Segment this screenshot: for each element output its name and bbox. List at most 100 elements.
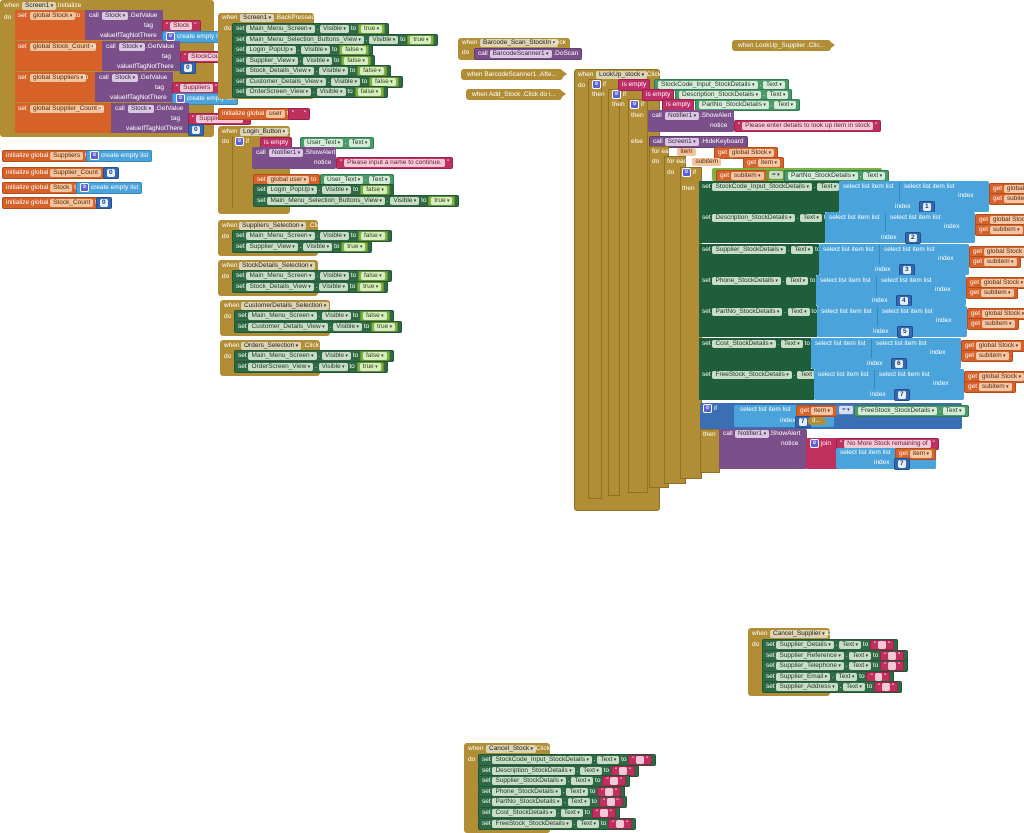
- number-literal[interactable]: 3: [899, 264, 915, 276]
- variable-dropdown[interactable]: subitem: [981, 320, 1015, 328]
- text-value[interactable]: Stock: [170, 22, 193, 30]
- component-dropdown[interactable]: Cancel_Stock: [486, 745, 537, 753]
- empty-text-literal[interactable]: " ": [870, 640, 895, 650]
- text-value[interactable]: [616, 819, 624, 828]
- variable-dropdown[interactable]: global Stock_Count: [30, 43, 97, 51]
- empty-text-literal[interactable]: " ": [874, 682, 899, 692]
- setter-block[interactable]: set Cost_StockDetails . Text to " ": [478, 807, 620, 819]
- boolean-dropdown[interactable]: false: [344, 56, 368, 65]
- component-dropdown[interactable]: PartNo_StockDetails: [699, 101, 769, 109]
- boolean-literal[interactable]: true: [357, 24, 386, 34]
- boolean-literal[interactable]: false: [359, 311, 390, 321]
- property-dropdown[interactable]: Text: [567, 798, 590, 807]
- setter-block[interactable]: set Supplier_Details . Text to " ": [762, 639, 899, 651]
- variable-name[interactable]: Stock: [50, 184, 73, 192]
- gear-icon[interactable]: ⚙: [80, 183, 89, 192]
- number-value[interactable]: 0: [107, 169, 115, 177]
- component-dropdown[interactable]: Suppliers_Selection: [239, 222, 307, 230]
- component-dropdown[interactable]: Screen1: [240, 14, 275, 22]
- property-dropdown[interactable]: Visible: [319, 67, 349, 75]
- variable-dropdown[interactable]: global Stock: [983, 248, 1024, 256]
- component-dropdown[interactable]: Login_Button: [240, 128, 289, 136]
- empty-text-literal[interactable]: " ": [628, 755, 653, 765]
- component-dropdown[interactable]: Description_StockDetails: [679, 91, 762, 99]
- component-dropdown[interactable]: Customer_Details_View: [246, 77, 326, 86]
- get-subitem[interactable]: get subitem: [967, 318, 1019, 330]
- set-global-stock[interactable]: set global Stock to: [15, 10, 85, 40]
- component-dropdown[interactable]: StockCode_Input_StockDetails: [658, 81, 758, 89]
- empty-text-literal[interactable]: " ": [866, 671, 891, 682]
- loop-variable[interactable]: item: [677, 148, 696, 156]
- variable-dropdown[interactable]: global Stock: [989, 216, 1024, 224]
- property-dropdown[interactable]: Visible: [322, 186, 352, 194]
- empty-text-literal[interactable]: " ": [608, 818, 633, 829]
- number-value[interactable]: 1: [923, 203, 931, 211]
- gear-icon[interactable]: ⚙: [90, 151, 99, 160]
- loop-variable[interactable]: subitem: [692, 158, 722, 166]
- gear-icon[interactable]: ⚙: [176, 94, 185, 103]
- boolean-literal[interactable]: true: [357, 282, 385, 292]
- variable-dropdown[interactable]: global Stock: [978, 373, 1024, 381]
- property-dropdown[interactable]: Text: [780, 340, 803, 348]
- component-dropdown[interactable]: LookUp_stock: [596, 71, 648, 79]
- variable-dropdown[interactable]: subitem: [978, 383, 1012, 391]
- setter-block[interactable]: set Main_Menu_Screen . Visible to true: [232, 23, 390, 35]
- component-dropdown[interactable]: CustomerDetails_Selection: [241, 302, 330, 310]
- setter-block[interactable]: set FreeStock_StockDetails . Text to " ": [478, 817, 637, 830]
- empty-text-literal[interactable]: " ": [602, 776, 627, 787]
- text-value[interactable]: [619, 766, 627, 775]
- number-literal[interactable]: 7: [795, 416, 811, 428]
- component-dropdown[interactable]: Stock: [119, 43, 146, 51]
- variable-dropdown[interactable]: subitem: [989, 226, 1023, 234]
- property-dropdown[interactable]: Text: [849, 662, 872, 670]
- property-dropdown[interactable]: Text: [843, 683, 865, 691]
- boolean-literal[interactable]: false: [341, 55, 371, 66]
- number-value[interactable]: 0: [192, 126, 200, 134]
- boolean-literal[interactable]: true: [428, 196, 456, 206]
- boolean-dropdown[interactable]: true: [344, 243, 366, 251]
- barcodescanner-doscan-call[interactable]: call BarcodeScanner1 .DoScan: [474, 48, 583, 60]
- set-global-stock-count[interactable]: set global Stock_Count to: [15, 41, 102, 71]
- property-dropdown[interactable]: Text: [800, 214, 822, 222]
- property-dropdown[interactable]: Text: [786, 277, 809, 285]
- if-block-inner[interactable]: [628, 99, 648, 493]
- number-value[interactable]: 7: [898, 391, 906, 399]
- component-dropdown[interactable]: Orders_Selection: [241, 342, 302, 350]
- component-dropdown[interactable]: Cost_StockDetails: [712, 340, 776, 348]
- text-value[interactable]: [599, 809, 608, 817]
- component-dropdown[interactable]: Barcode_Scan_StockIn: [480, 39, 558, 47]
- setter-block[interactable]: set PartNo_StockDetails . Text to " ": [478, 796, 627, 809]
- get-item[interactable]: get item: [796, 405, 838, 417]
- initialize-global-suppliers[interactable]: initialize global Suppliers to: [2, 150, 95, 162]
- stock-getvalue-call[interactable]: call Stock .GetValue tag valueIfTagNotTh…: [95, 72, 173, 102]
- boolean-literal[interactable]: true: [341, 242, 369, 252]
- gear-icon[interactable]: ⚙: [630, 100, 639, 109]
- set-text-block[interactable]: set FreeStock_StockDetails . Text to: [699, 369, 826, 400]
- setter-block[interactable]: set Supplier_View . Visible to false: [232, 54, 375, 67]
- notifier-showalert-call[interactable]: call Notifier1 .ShowAlert notice: [252, 147, 336, 169]
- gear-icon[interactable]: ⚙: [682, 168, 691, 177]
- component-dropdown[interactable]: Phone_StockDetails: [492, 787, 561, 796]
- property-dropdown[interactable]: Text: [774, 101, 797, 109]
- setter-block[interactable]: set Main_Menu_Selection_Buttons_View . V…: [253, 195, 460, 207]
- number-value[interactable]: 7: [898, 460, 906, 468]
- variable-dropdown[interactable]: subitem: [980, 289, 1014, 297]
- get-subitem[interactable]: get subitem: [966, 287, 1018, 299]
- component-dropdown[interactable]: Customer_Details_View: [248, 323, 328, 331]
- component-dropdown[interactable]: FreeStock_StockDetails: [858, 407, 938, 415]
- boolean-literal[interactable]: true: [356, 362, 384, 372]
- set-text-block[interactable]: set PartNo_StockDetails . Text to: [699, 306, 817, 337]
- variable-dropdown[interactable]: global Stock: [980, 279, 1024, 287]
- number-literal[interactable]: 0: [188, 124, 204, 136]
- variable-dropdown[interactable]: item: [757, 159, 781, 167]
- variable-name[interactable]: Suppliers: [50, 152, 84, 160]
- text-value[interactable]: Suppliers: [180, 84, 214, 92]
- text-literal[interactable]: " ": [288, 108, 311, 120]
- screen1-hidekeyboard-call[interactable]: call Screen1 .HideKeyboard: [649, 136, 748, 148]
- set-text-block[interactable]: set StockCode_Input_StockDetails . Text …: [699, 181, 846, 212]
- text-value[interactable]: [605, 787, 614, 796]
- boolean-literal[interactable]: false: [360, 185, 390, 195]
- number-literal[interactable]: 0: [180, 62, 196, 74]
